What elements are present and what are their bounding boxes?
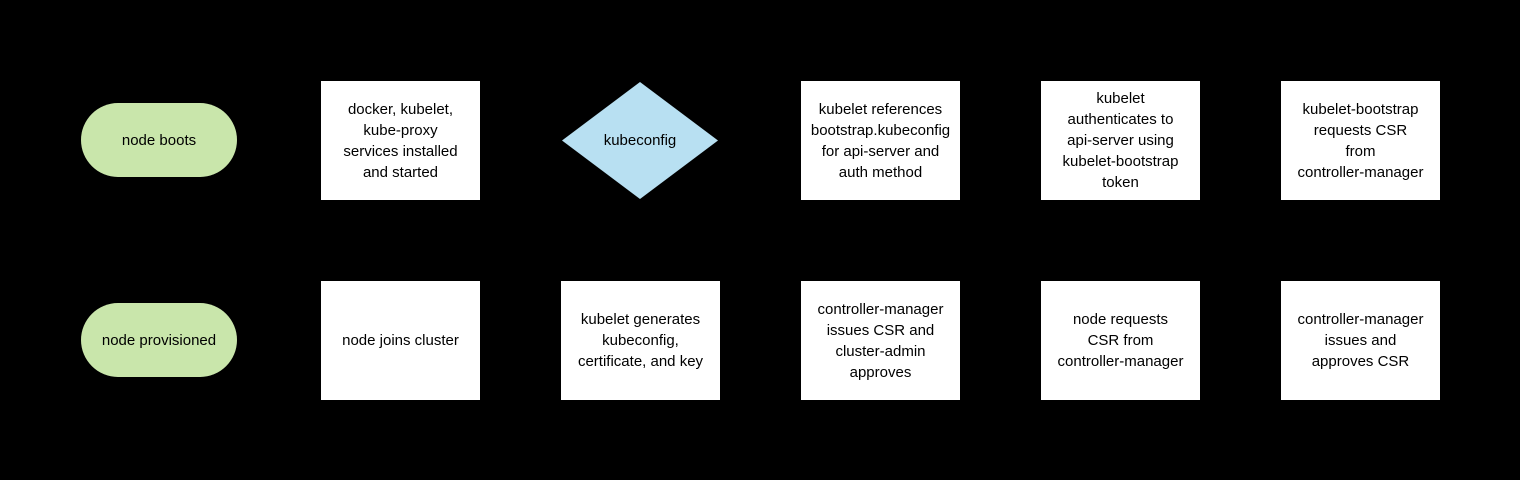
- flow-node-node-joins-cluster[interactable]: node joins cluster: [321, 281, 480, 400]
- flow-node-kubelet-bootstrap-requests-csr[interactable]: kubelet-bootstrap requests CSR from cont…: [1281, 81, 1440, 200]
- flow-node-node-boots[interactable]: node boots: [81, 103, 237, 177]
- flow-node-label: docker, kubelet, kube-proxy services ins…: [343, 100, 458, 181]
- flow-node-label: kubelet generates kubeconfig, certificat…: [577, 311, 704, 370]
- flow-node-label: kubelet references bootstrap.kubeconfig …: [810, 100, 951, 181]
- flow-node-kubelet-references-bootstrap[interactable]: kubelet references bootstrap.kubeconfig …: [801, 81, 960, 200]
- flow-node-kubeconfig-decision[interactable]: kubeconfig: [562, 82, 718, 199]
- flow-node-controller-manager-issues-approves[interactable]: controller-manager issues and approves C…: [1281, 281, 1440, 400]
- flow-node-label: controller-manager issues CSR and cluste…: [817, 300, 944, 381]
- flow-node-label: node requests CSR from controller-manage…: [1057, 311, 1184, 370]
- flow-node-kubelet-generates[interactable]: kubelet generates kubeconfig, certificat…: [561, 281, 720, 400]
- flow-node-services-installed[interactable]: docker, kubelet, kube-proxy services ins…: [321, 81, 480, 200]
- flow-node-label: controller-manager issues and approves C…: [1297, 311, 1424, 370]
- flow-node-label: kubelet-bootstrap requests CSR from cont…: [1297, 100, 1424, 181]
- flow-node-kubelet-authenticates[interactable]: kubelet authenticates to api-server usin…: [1041, 81, 1200, 200]
- flow-node-controller-manager-issues-csr[interactable]: controller-manager issues CSR and cluste…: [801, 281, 960, 400]
- flow-node-label: kubelet authenticates to api-server usin…: [1062, 90, 1179, 191]
- flow-node-label: kubeconfig: [603, 132, 677, 149]
- flow-node-label: node provisioned: [101, 331, 217, 349]
- flow-node-label: node joins cluster: [342, 332, 459, 349]
- flow-node-label: node boots: [121, 131, 197, 149]
- flow-node-node-requests-csr[interactable]: node requests CSR from controller-manage…: [1041, 281, 1200, 400]
- flow-node-node-provisioned[interactable]: node provisioned: [81, 303, 237, 377]
